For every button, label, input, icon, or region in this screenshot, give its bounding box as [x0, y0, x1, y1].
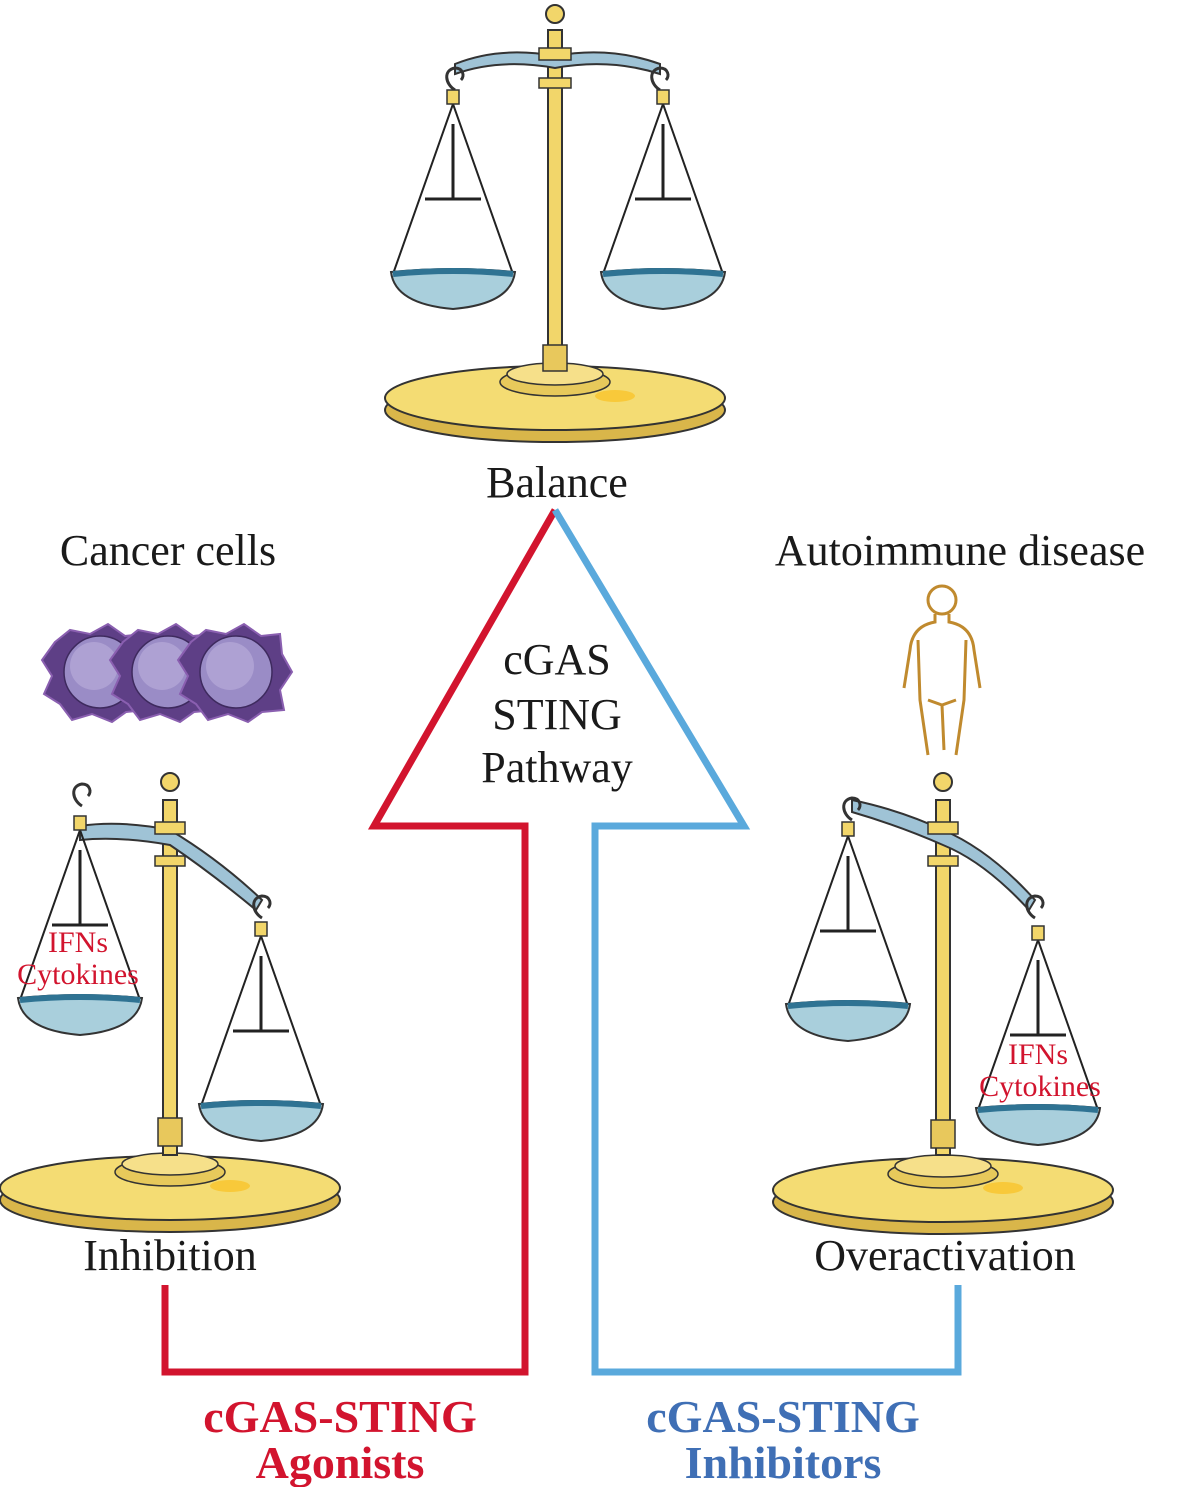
pathway-label-line1: cGAS [503, 635, 611, 684]
balanced-scale-icon [384, 4, 725, 443]
inhibitors-label-line1: cGAS-STING [646, 1391, 919, 1442]
inhibition-label: Inhibition [83, 1231, 257, 1280]
overactivation-scale-icon [772, 772, 1114, 1235]
pathway-label-line3: Pathway [481, 743, 633, 792]
pathway-arrow [161, 508, 962, 1376]
agonists-label-line2: Agonists [256, 1437, 425, 1487]
cancer-cells-label: Cancer cells [60, 526, 276, 575]
balance-label: Balance [486, 458, 628, 507]
ifns-left-label: IFNs [48, 926, 108, 959]
agonists-label-line1: cGAS-STING [203, 1391, 476, 1442]
overactivation-label: Overactivation [814, 1231, 1075, 1280]
inhibitors-label-line2: Inhibitors [685, 1437, 882, 1487]
autoimmune-disease-label: Autoimmune disease [775, 526, 1145, 575]
agonist-path [161, 508, 559, 1376]
pathway-label-line2: STING [492, 690, 622, 739]
cancer-cell-icon [41, 623, 293, 723]
ifns-right-label: IFNs [1008, 1038, 1068, 1071]
cytokines-left-label: Cytokines [17, 958, 139, 991]
inhibition-scale-icon [0, 772, 341, 1233]
cytokines-right-label: Cytokines [979, 1070, 1101, 1103]
human-body-icon [902, 584, 982, 756]
inhibitor-path [551, 508, 962, 1376]
